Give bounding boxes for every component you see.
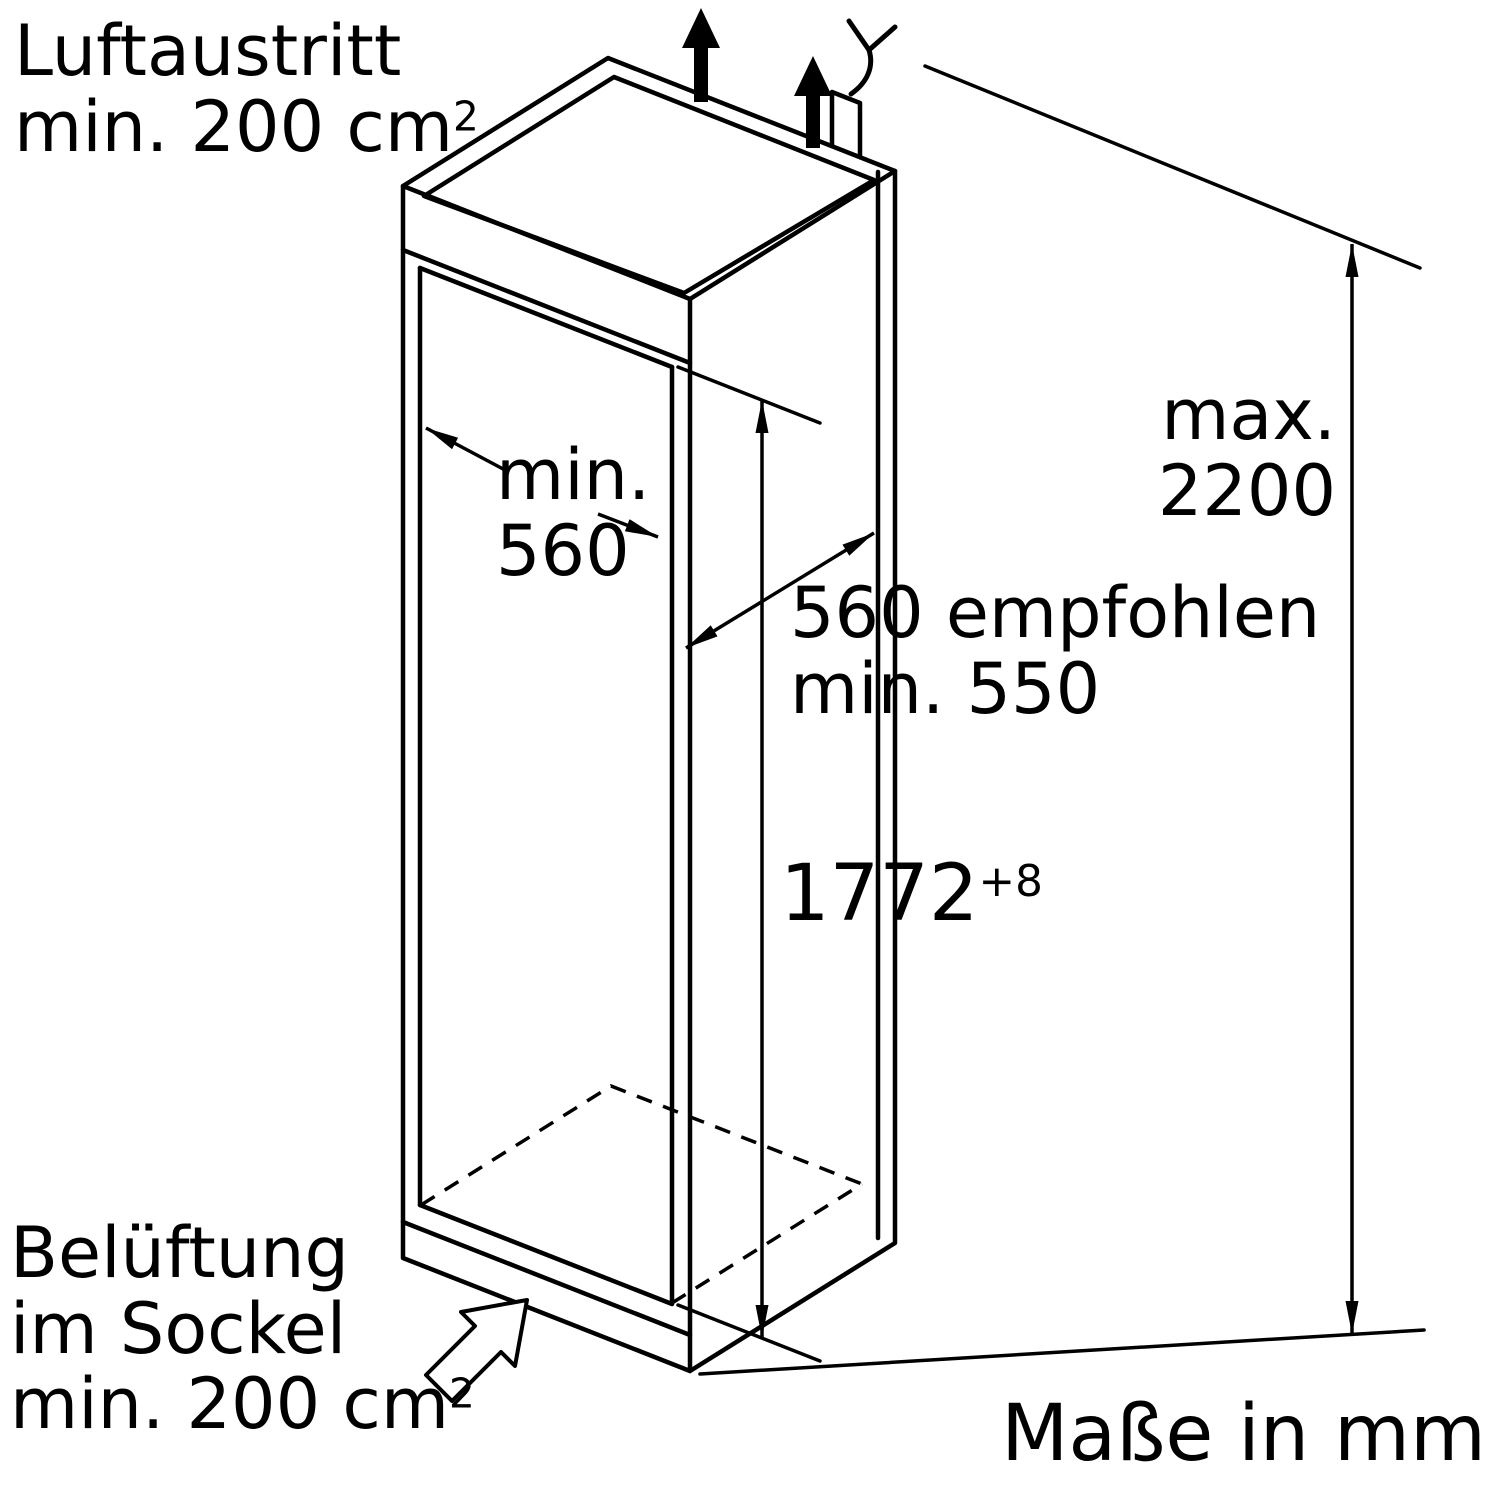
niche-depth-line2: min. 550	[790, 647, 1101, 730]
extension-line-bottom-right	[698, 1328, 1426, 1376]
niche-height-tolerance: +8	[978, 855, 1043, 907]
units-note-text: Maße in mm	[1001, 1389, 1486, 1479]
extension-line-height-bottom	[676, 1303, 822, 1363]
air-outlet-superscript: 2	[453, 92, 479, 141]
front-frame-bottom-rail	[400, 1202, 693, 1338]
niche-height-value: 1772	[780, 849, 979, 939]
niche-width-line2: 560	[496, 509, 630, 592]
niche-width-line1: min.	[496, 434, 651, 516]
dimension-arrow-width-left	[425, 426, 506, 472]
extension-line-top-right	[923, 64, 1422, 270]
base-vent-line2: im Sockel	[10, 1287, 347, 1370]
right-side-back-edge	[687, 168, 898, 1374]
cable-notch	[829, 89, 863, 160]
max-height-line1: max.	[1161, 374, 1336, 456]
label-niche-width: min. 560	[496, 437, 650, 592]
power-cord-icon	[846, 18, 898, 97]
base-vent-line3: min. 200 cm	[10, 1363, 450, 1446]
niche-depth-line1: 560 empfohlen	[790, 572, 1321, 654]
air-outlet-line1: Luftaustritt	[14, 10, 402, 92]
dimension-line-niche-depth	[685, 531, 875, 650]
label-niche-height: 1772+8	[780, 852, 1043, 936]
dimension-arrow-width-right	[597, 512, 659, 539]
base-airflow-arrow	[424, 1298, 529, 1403]
airflow-arrow-top-left	[682, 8, 720, 102]
airflow-arrow-top-right	[794, 56, 832, 148]
label-base-ventilation: Belüftung im Sockel min. 200 cm2	[10, 1215, 475, 1446]
max-height-line2: 2200	[1157, 449, 1336, 532]
label-units-note: Maße in mm	[1001, 1392, 1486, 1476]
label-niche-depth: 560 empfohlen min. 550	[790, 575, 1320, 730]
base-vent-line1: Belüftung	[10, 1212, 349, 1294]
extension-line-height-top	[676, 365, 822, 425]
top-face-opening	[421, 74, 877, 296]
air-outlet-line2: min. 200 cm	[14, 85, 454, 168]
hidden-floor-edges	[420, 1084, 863, 1305]
front-frame-top-rail	[400, 247, 693, 370]
base-vent-superscript: 2	[449, 1369, 475, 1418]
label-air-outlet: Luftaustritt min. 200 cm2	[14, 13, 479, 168]
label-max-height: max. 2200	[1060, 377, 1336, 532]
top-face-outline	[400, 55, 898, 302]
front-frame-outline	[400, 183, 693, 1374]
